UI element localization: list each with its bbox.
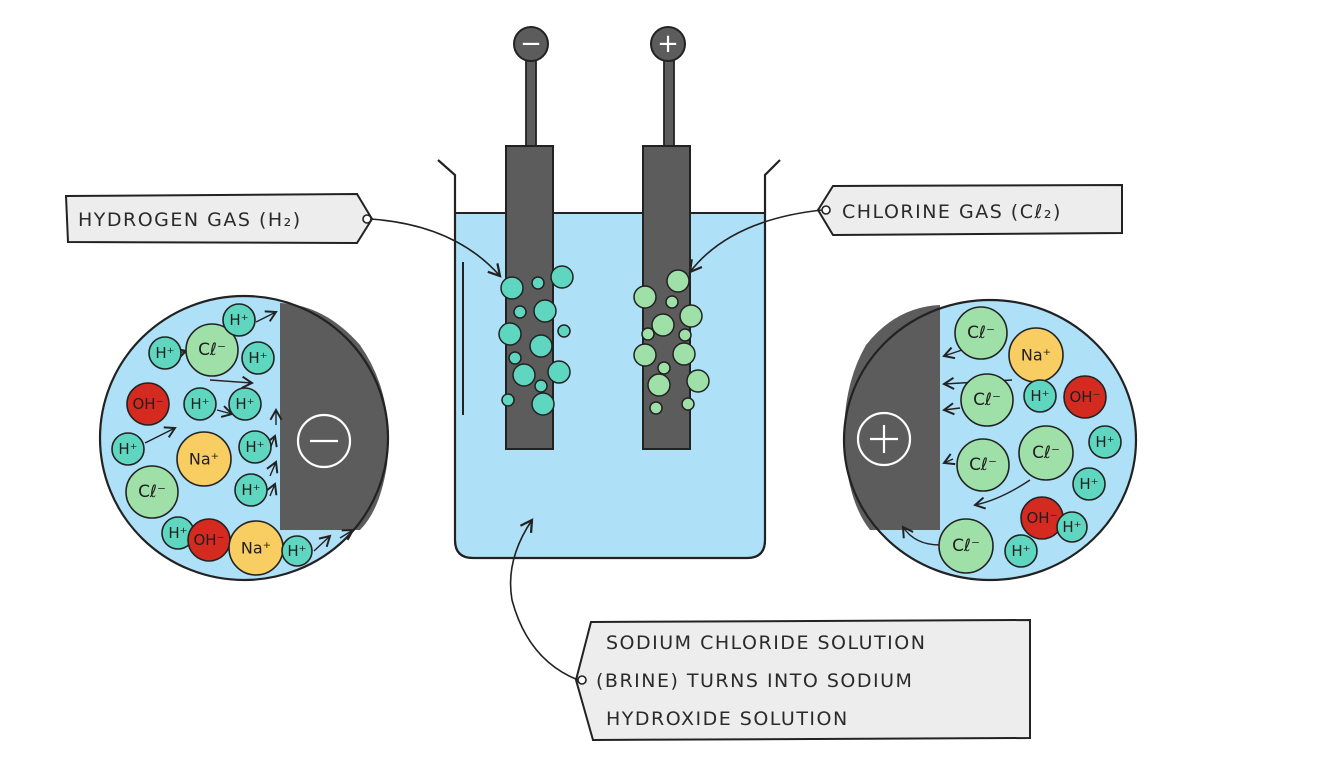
hydrogen-ion: H⁺ (1072, 467, 1106, 501)
hydrogen-gas-text: HYDROGEN GAS (H₂) (78, 209, 302, 231)
svg-text:H⁺: H⁺ (241, 481, 260, 499)
svg-text:OH⁻: OH⁻ (193, 531, 224, 549)
svg-text:Cℓ⁻: Cℓ⁻ (198, 340, 226, 360)
hydrogen-ion: H⁺ (228, 387, 262, 421)
brine-text-line2: (BRINE) TURNS INTO SODIUM (596, 670, 913, 692)
hydrogen-ion: H⁺ (1088, 425, 1122, 459)
svg-text:OH⁻: OH⁻ (1026, 509, 1057, 527)
svg-text:Na⁺: Na⁺ (189, 450, 219, 469)
hydroxide-ion: OH⁻ (1063, 375, 1107, 419)
chloride-ion: Cℓ⁻ (960, 373, 1014, 427)
beaker-outline (437, 159, 781, 560)
brine-text-line1: SODIUM CHLORIDE SOLUTION (606, 632, 926, 654)
hydrogen-ion: H⁺ (1004, 534, 1038, 568)
svg-text:Na⁺: Na⁺ (241, 539, 271, 558)
hydroxide-ion: OH⁻ (187, 518, 231, 562)
chloride-ion: Cℓ⁻ (956, 438, 1010, 492)
svg-text:OH⁻: OH⁻ (132, 395, 163, 413)
chloride-ion: Cℓ⁻ (1018, 425, 1074, 481)
svg-text:Na⁺: Na⁺ (1021, 346, 1051, 365)
anode-terminal (650, 26, 686, 62)
svg-text:Cℓ⁻: Cℓ⁻ (1032, 443, 1060, 463)
brine-solution (454, 212, 766, 559)
svg-text:H⁺: H⁺ (118, 440, 137, 458)
svg-text:H⁺: H⁺ (1079, 475, 1098, 493)
chloride-ion: Cℓ⁻ (185, 323, 239, 377)
svg-text:Cℓ⁻: Cℓ⁻ (138, 482, 166, 502)
svg-text:H⁺: H⁺ (1095, 433, 1114, 451)
hydrogen-ion: H⁺ (281, 535, 313, 567)
chloride-ion: Cℓ⁻ (125, 465, 179, 519)
hydrogen-ion: H⁺ (222, 303, 256, 337)
svg-text:H⁺: H⁺ (248, 349, 267, 367)
svg-text:H⁺: H⁺ (287, 542, 306, 560)
hydrogen-ion: H⁺ (238, 430, 272, 464)
brine-text-line3: HYDROXIDE SOLUTION (606, 708, 849, 730)
svg-text:Cℓ⁻: Cℓ⁻ (969, 455, 997, 475)
chlorine-bubbles (633, 269, 710, 415)
svg-text:H⁺: H⁺ (1030, 387, 1049, 405)
sodium-ion: Na⁺ (1008, 327, 1064, 383)
svg-text:OH⁻: OH⁻ (1069, 388, 1100, 406)
svg-text:H⁺: H⁺ (168, 524, 187, 542)
svg-text:H⁺: H⁺ (1011, 542, 1030, 560)
hydrogen-ion: H⁺ (111, 432, 145, 466)
chloride-ion: Cℓ⁻ (954, 306, 1008, 360)
anode-sign: + (657, 29, 679, 59)
svg-text:H⁺: H⁺ (245, 438, 264, 456)
hydrogen-ion: H⁺ (234, 473, 268, 507)
svg-text:H⁺: H⁺ (155, 344, 174, 362)
svg-text:Cℓ⁻: Cℓ⁻ (967, 323, 995, 343)
hydrogen-ion: H⁺ (241, 341, 275, 375)
beaker (437, 159, 781, 560)
brine-label: SODIUM CHLORIDE SOLUTION (BRINE) TURNS I… (509, 518, 1031, 742)
svg-text:H⁺: H⁺ (190, 395, 209, 413)
hydroxide-ion: OH⁻ (126, 382, 170, 426)
hydrogen-gas-label: HYDROGEN GAS (H₂) (64, 192, 502, 278)
hydrogen-ion: H⁺ (1023, 379, 1057, 413)
hydrogen-ion: H⁺ (148, 336, 182, 370)
svg-text:H⁺: H⁺ (1062, 518, 1081, 536)
cathode-ions: Cℓ⁻ H⁺ H⁺ H⁺ OH⁻ H⁺ H⁺ H⁺ Na⁺ H⁺ H⁺ Cℓ⁻ … (111, 303, 313, 576)
hydrogen-bubbles (498, 265, 574, 416)
cathode-zoom-arrows (144, 310, 355, 552)
ion-particles: Cℓ⁻ H⁺ H⁺ H⁺ OH⁻ H⁺ H⁺ H⁺ Na⁺ H⁺ H⁺ Cℓ⁻ … (111, 303, 1122, 576)
chloride-ion: Cℓ⁻ (938, 518, 994, 574)
hydrogen-ion: H⁺ (183, 387, 217, 421)
svg-text:Cℓ⁻: Cℓ⁻ (973, 390, 1001, 410)
chlorine-gas-text: CHLORINE GAS (Cℓ₂) (842, 201, 1062, 223)
chlorine-gas-label: CHLORINE GAS (Cℓ₂) (688, 183, 1123, 274)
hydrogen-ion: H⁺ (1056, 511, 1088, 543)
cathode-sign: − (520, 29, 542, 59)
svg-text:Cℓ⁻: Cℓ⁻ (952, 536, 980, 556)
cathode-terminal (513, 26, 549, 62)
svg-text:H⁺: H⁺ (235, 395, 254, 413)
hydroxide-ion: OH⁻ (1020, 496, 1064, 540)
sodium-ion: Na⁺ (176, 431, 232, 487)
hydrogen-ion: H⁺ (161, 516, 195, 550)
anode-zoom-electrode (844, 305, 940, 530)
sodium-ion: Na⁺ (228, 520, 284, 576)
anode-ions: Cℓ⁻ Na⁺ Cℓ⁻ H⁺ OH⁻ Cℓ⁻ Cℓ⁻ H⁺ H⁺ OH⁻ H⁺ … (938, 306, 1122, 574)
svg-text:H⁺: H⁺ (229, 311, 248, 329)
